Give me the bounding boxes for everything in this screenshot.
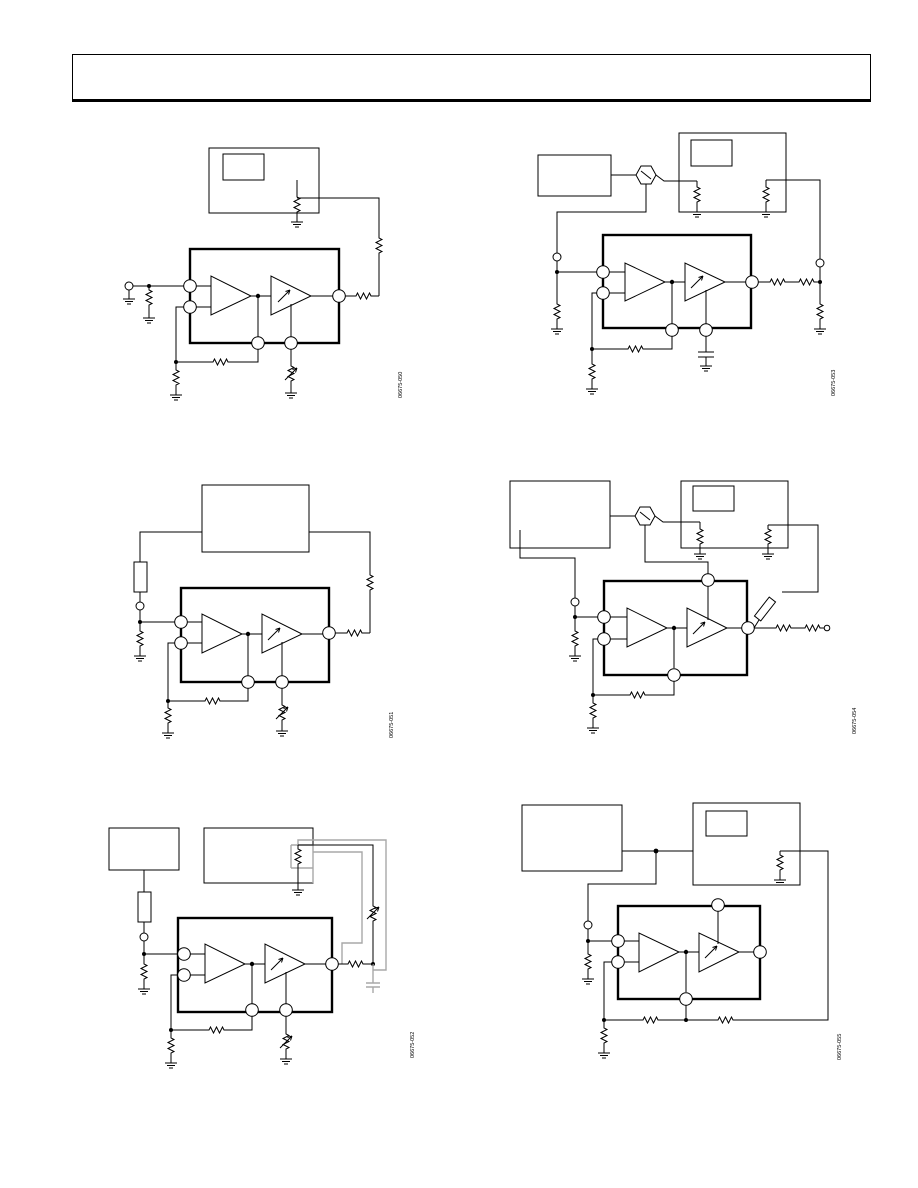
figure-code-label: 06675-054 [852,708,858,734]
attenuator-block [137,891,152,923]
vga-triangle [264,943,307,984]
analyzer-display [705,810,748,837]
figure-code-label: 06675-050 [398,372,404,398]
preamp-triangle [624,262,667,302]
analyzer-display [692,485,735,512]
signal-source-box [201,484,310,553]
analyzer-box [680,480,789,549]
active-probe [635,165,657,185]
vga-triangle [684,262,727,302]
output-resistor [351,292,376,300]
vga-triangle [686,607,729,648]
figure-code-label: 06675-053 [831,370,837,396]
analyzer-display [690,139,733,167]
fig-bottom-right: 06675-055 [521,802,843,1060]
preamp-triangle [638,932,681,973]
figure-code-label: 06675-052 [410,1032,416,1058]
analyzer-display [222,153,265,181]
signal-generator-box [537,154,612,197]
analyzer-box [678,132,787,213]
preamp-triangle [626,607,669,648]
figure-code-label: 06675-051 [389,712,395,738]
analyzer-box [692,802,801,886]
signal-generator-box [509,480,611,549]
figure-code-label: 06675-055 [837,1034,843,1060]
analyzer-box [208,147,320,214]
page-header-box [72,54,871,102]
active-probe [634,506,656,526]
fig-bottom-left: 06675-052 [108,827,416,1069]
feedback-resistor [375,233,383,258]
signal-source-box [108,827,180,871]
attenuator-block [133,561,148,593]
amplifier-ic [176,916,334,1014]
fig-middle-right: 06675-054 [509,480,858,734]
fig-middle-left: 06675-051 [133,484,395,739]
fig-top-right: 06675-053 [537,132,837,396]
preamp-triangle [204,943,247,984]
vga-triangle [698,932,741,973]
signal-generator-box [521,804,623,872]
preamp-triangle [201,613,244,654]
fig-top-left: 06675-050 [122,147,404,401]
probe-tip [753,596,777,622]
preamp-triangle [210,275,253,316]
feedback-resistor [366,570,374,595]
analyzer-box [203,827,314,884]
